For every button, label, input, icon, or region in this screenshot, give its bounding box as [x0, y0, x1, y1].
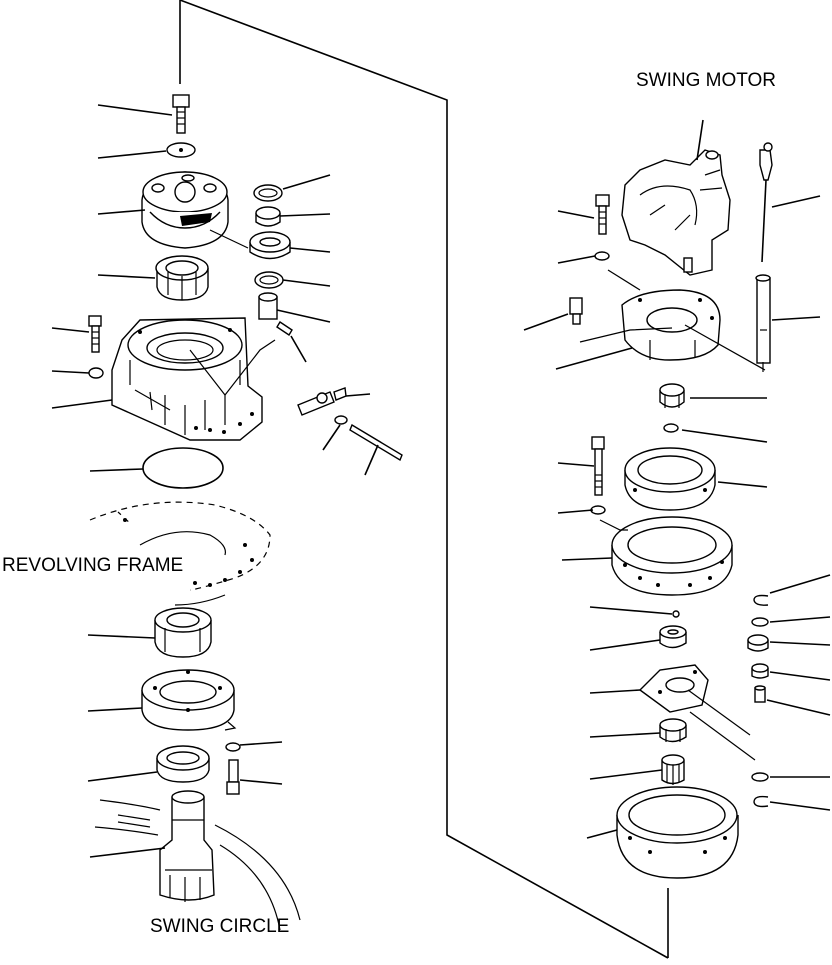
sleeve — [258, 292, 278, 320]
swing-motor-body — [621, 149, 731, 276]
spline-shaft — [661, 754, 685, 785]
right-assembly — [523, 119, 831, 879]
washer-long — [590, 505, 606, 515]
revolving-frame-outline — [89, 501, 271, 606]
section-divider — [179, 0, 669, 959]
revolving-frame-label: REVOLVING FRAME — [2, 555, 183, 576]
swing-circle-arcs — [94, 799, 301, 931]
steel-ball — [672, 610, 680, 618]
outer-ring-gear — [616, 786, 739, 879]
swing-motor-label: SWING MOTOR — [636, 70, 776, 91]
oil-seal — [156, 745, 210, 783]
bolt-motor — [595, 194, 610, 235]
sun-gear — [659, 383, 685, 408]
snap-ring-1 — [753, 594, 769, 606]
washer-r2 — [751, 772, 769, 782]
bolt-long — [591, 436, 605, 496]
leader-lines-left — [51, 104, 379, 858]
ring-gear — [624, 447, 716, 511]
washer-r1 — [751, 617, 769, 627]
pin-small — [276, 321, 293, 336]
bolt-lower — [226, 759, 240, 795]
washer-housing — [88, 367, 104, 379]
motor-case — [621, 289, 721, 361]
carrier-housing-ring — [611, 516, 733, 596]
pinion-shaft — [159, 790, 215, 902]
planetary-carrier — [141, 171, 229, 249]
snap-ring-2 — [753, 795, 769, 808]
leader-lines-right — [523, 119, 831, 839]
bearing-lower — [154, 607, 212, 658]
bolt-top — [172, 94, 190, 134]
washer-lower — [225, 742, 241, 752]
reduction-housing — [111, 317, 263, 441]
planet-gear — [659, 718, 687, 743]
grease-fitting — [297, 387, 347, 416]
gear-cap — [659, 625, 687, 649]
swing-circle-label: SWING CIRCLE — [150, 916, 289, 937]
bearing-r1 — [747, 634, 769, 652]
plug-fitting — [569, 297, 583, 325]
o-ring-large — [142, 447, 224, 489]
left-assembly — [51, 94, 403, 931]
roller-r1 — [751, 663, 769, 679]
level-gauge-tube — [755, 274, 771, 364]
roller-1 — [255, 206, 281, 227]
ring-1 — [253, 184, 283, 202]
bearing-small — [249, 231, 291, 260]
flange-cover — [141, 669, 235, 731]
bearing-upper — [155, 255, 209, 301]
carrier-plate — [638, 664, 709, 713]
bolt-housing — [88, 315, 102, 353]
grease-pipe — [349, 423, 403, 462]
o-ring-grease — [334, 415, 348, 425]
thrust-washer — [663, 423, 679, 433]
pin-r1 — [754, 685, 766, 703]
dipstick — [759, 142, 773, 263]
washer-motor — [594, 251, 610, 261]
ring-2 — [254, 271, 284, 289]
